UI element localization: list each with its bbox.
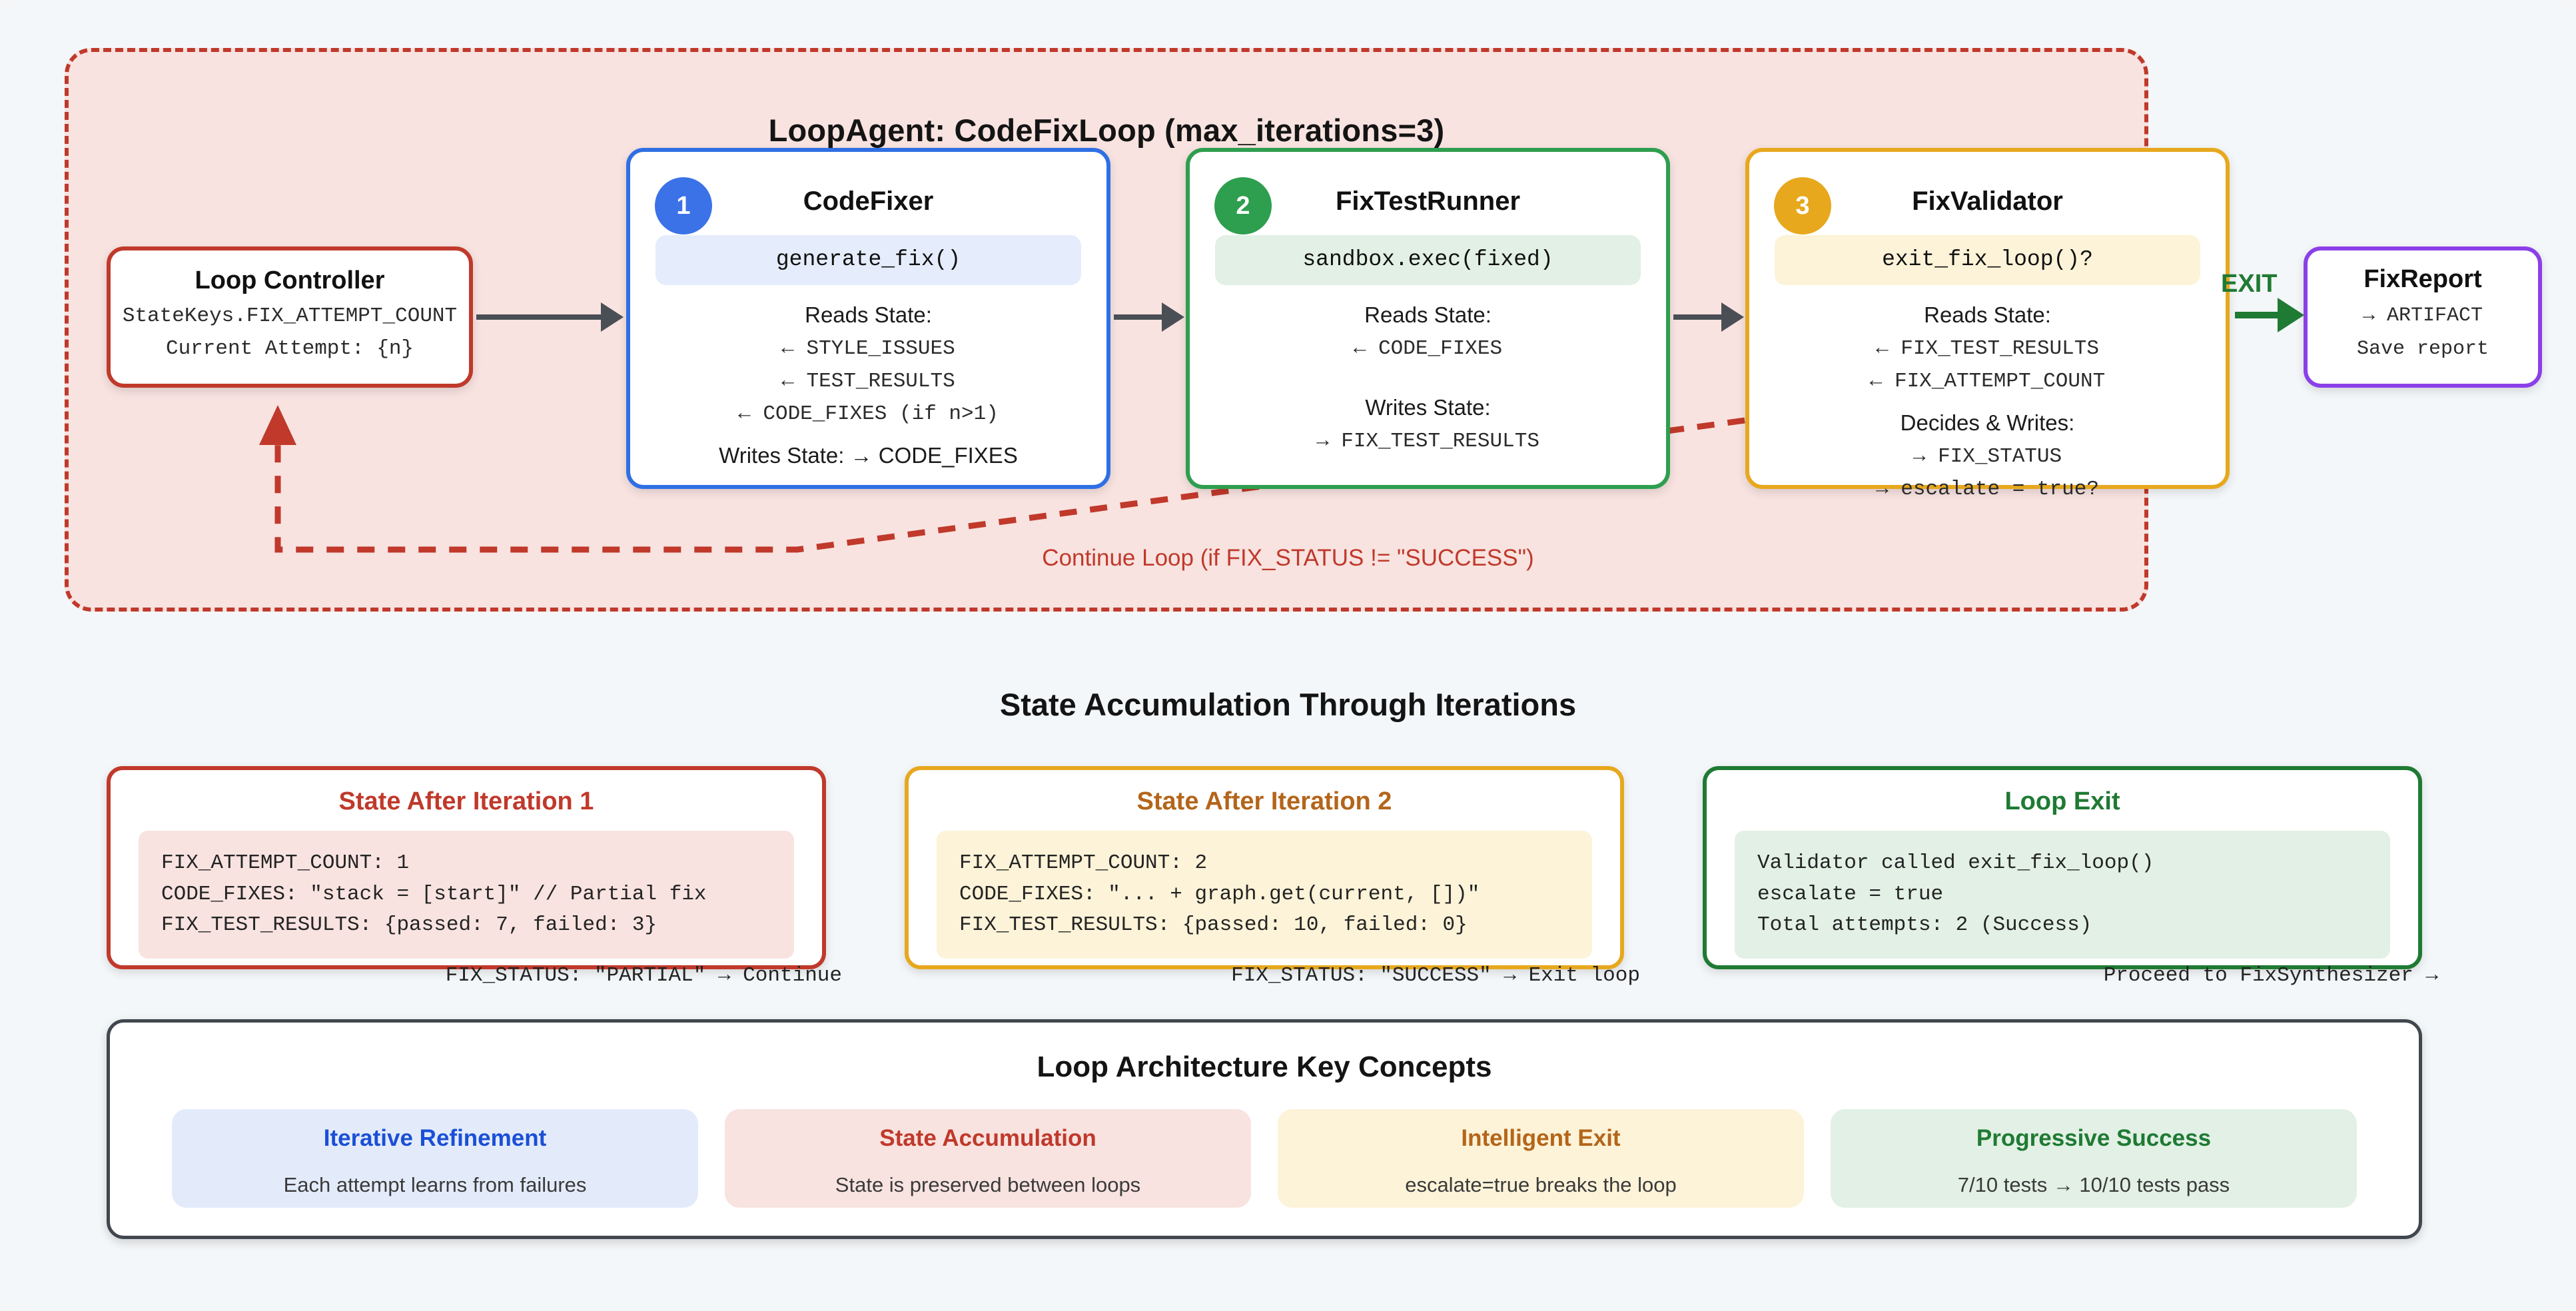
loop-controller-statekey: StateKeys.FIX_ATTEMPT_COUNT (122, 304, 458, 328)
node-codefixer-title: CodeFixer (803, 187, 934, 216)
node-fixreport[interactable]: FixReport → ARTIFACT Save report (2304, 246, 2542, 388)
node-codefixer-read-0: ← STYLE_ISSUES (781, 337, 955, 360)
key-concept-progressive-success[interactable]: Progressive Success 7/10 tests → 10/10 t… (1831, 1109, 2357, 1208)
state-card-1-footer: FIX_STATUS: "PARTIAL" → Continue (445, 963, 842, 987)
key-concept-intelligent-exit[interactable]: Intelligent Exit escalate=true breaks th… (1278, 1109, 1804, 1208)
state-accumulation-heading: State Accumulation Through Iterations (999, 687, 1577, 722)
node-fixtestrunner[interactable]: 2 FixTestRunner sandbox.exec(fixed) Read… (1186, 148, 1670, 489)
node-fixvalidator-method-chip: exit_fix_loop()? (1775, 235, 2200, 285)
node-fixvalidator[interactable]: 3 FixValidator exit_fix_loop()? Reads St… (1745, 148, 2230, 501)
node-fixtestrunner-read-0: ← CODE_FIXES (1353, 337, 1503, 360)
key-concept-2-heading: Intelligent Exit (1461, 1125, 1621, 1151)
key-concept-1-sub: State is preserved between loops (835, 1173, 1141, 1196)
node-codefixer-read-2: ← CODE_FIXES (if n>1) (738, 402, 999, 426)
loop-controller-title: Loop Controller (195, 266, 385, 294)
node-codefixer-reads-label: Reads State: (805, 302, 932, 327)
state-card-2-title: State After Iteration 2 (1136, 787, 1392, 815)
state-card-3-body: Validator called exit_fix_loop() escalat… (1735, 831, 2390, 959)
node-fixtestrunner-method-chip: sandbox.exec(fixed) (1215, 235, 1641, 285)
key-concept-3-heading: Progressive Success (1976, 1125, 2212, 1151)
node-fixtestrunner-title: FixTestRunner (1335, 187, 1521, 216)
node-fixvalidator-read-1: ← FIX_ATTEMPT_COUNT (1869, 370, 2106, 393)
step-badge-2: 2 (1214, 177, 1272, 234)
state-card-3-line-0: Validator called exit_fix_loop() (1757, 851, 2154, 875)
node-fixvalidator-reads-label: Reads State: (1924, 302, 2051, 327)
state-card-iteration-1[interactable]: State After Iteration 1 FIX_ATTEMPT_COUN… (107, 766, 842, 987)
node-codefixer-read-1: ← TEST_RESULTS (781, 370, 955, 393)
state-card-3-title: Loop Exit (2004, 787, 2120, 815)
state-card-1-body: FIX_ATTEMPT_COUNT: 1 CODE_FIXES: "stack … (139, 831, 794, 959)
key-concepts-title: Loop Architecture Key Concepts (1037, 1051, 1492, 1083)
node-fixreport-save: Save report (2356, 338, 2489, 360)
state-card-1-line-0: FIX_ATTEMPT_COUNT: 1 (161, 851, 410, 875)
node-fixtestrunner-write-0: → FIX_TEST_RESULTS (1316, 430, 1539, 453)
arrow-fixtestrunner-to-fixvalidator (1673, 314, 1740, 320)
node-fixvalidator-write-1: → escalate = true? (1876, 478, 2099, 501)
node-fixreport-artifact: → ARTIFACT (2362, 304, 2483, 327)
state-card-2-line-0: FIX_ATTEMPT_COUNT: 2 (959, 851, 1208, 875)
node-fixvalidator-write-0: → FIX_STATUS (1913, 445, 2062, 468)
arrow-exit-to-fixreport (2235, 312, 2299, 318)
node-fixvalidator-writes-label: Decides & Writes: (1900, 410, 2075, 435)
node-fixreport-title: FixReport (2363, 265, 2482, 293)
node-codefixer[interactable]: 1 CodeFixer generate_fix() Reads State: … (626, 148, 1110, 489)
node-codefixer-method-chip: generate_fix() (655, 235, 1081, 285)
state-card-2-line-2: FIX_TEST_RESULTS: {passed: 10, failed: 0… (959, 913, 1468, 937)
loop-controller-node[interactable]: Loop Controller StateKeys.FIX_ATTEMPT_CO… (107, 246, 473, 388)
arrow-controller-to-codefixer (476, 314, 620, 320)
loop-agent-title: LoopAgent: CodeFixLoop (max_iterations=3… (768, 113, 1445, 148)
node-fixtestrunner-writes-label: Writes State: (1365, 395, 1491, 420)
key-concepts-row: Iterative Refinement Each attempt learns… (110, 1109, 2419, 1208)
key-concept-3-sub: 7/10 tests → 10/10 tests pass (1957, 1173, 2230, 1196)
key-concept-0-heading: Iterative Refinement (323, 1125, 547, 1151)
state-card-2-body: FIX_ATTEMPT_COUNT: 2 CODE_FIXES: "... + … (937, 831, 1592, 959)
node-fixvalidator-title: FixValidator (1912, 187, 2063, 216)
state-card-loop-exit[interactable]: Loop Exit Validator called exit_fix_loop… (1703, 766, 2438, 987)
key-concept-state-accumulation[interactable]: State Accumulation State is preserved be… (725, 1109, 1251, 1208)
node-fixtestrunner-reads-label: Reads State: (1364, 302, 1492, 327)
state-card-2-line-1: CODE_FIXES: "... + graph.get(current, []… (959, 882, 1480, 906)
key-concept-2-sub: escalate=true breaks the loop (1405, 1173, 1677, 1196)
key-concept-1-heading: State Accumulation (879, 1125, 1096, 1151)
arrow-codefixer-to-fixtestrunner (1114, 314, 1180, 320)
step-badge-1: 1 (655, 177, 712, 234)
loop-controller-attempt: Current Attempt: {n} (165, 337, 414, 360)
node-codefixer-writes-label: Writes State: → CODE_FIXES (719, 443, 1018, 468)
state-card-3-line-2: Total attempts: 2 (Success) (1757, 913, 2092, 937)
step-badge-3: 3 (1774, 177, 1831, 234)
exit-label: EXIT (2221, 270, 2278, 298)
key-concepts-panel: Loop Architecture Key Concepts Iterative… (107, 1019, 2422, 1239)
key-concept-0-sub: Each attempt learns from failures (283, 1173, 587, 1196)
state-card-1-title: State After Iteration 1 (338, 787, 594, 815)
state-card-3-line-1: escalate = true (1757, 882, 1944, 906)
state-card-1-line-2: FIX_TEST_RESULTS: {passed: 7, failed: 3} (161, 913, 657, 937)
state-card-2-footer: FIX_STATUS: "SUCCESS" → Exit loop (1231, 963, 1640, 987)
key-concept-iterative-refinement[interactable]: Iterative Refinement Each attempt learns… (172, 1109, 698, 1208)
state-card-1-line-1: CODE_FIXES: "stack = [start]" // Partial… (161, 882, 707, 906)
state-card-3-footer: Proceed to FixSynthesizer → (2103, 963, 2438, 987)
node-fixvalidator-read-0: ← FIX_TEST_RESULTS (1876, 337, 2099, 360)
continue-loop-label: Continue Loop (if FIX_STATUS != "SUCCESS… (1042, 545, 1534, 571)
state-card-iteration-2[interactable]: State After Iteration 2 FIX_ATTEMPT_COUN… (905, 766, 1640, 987)
